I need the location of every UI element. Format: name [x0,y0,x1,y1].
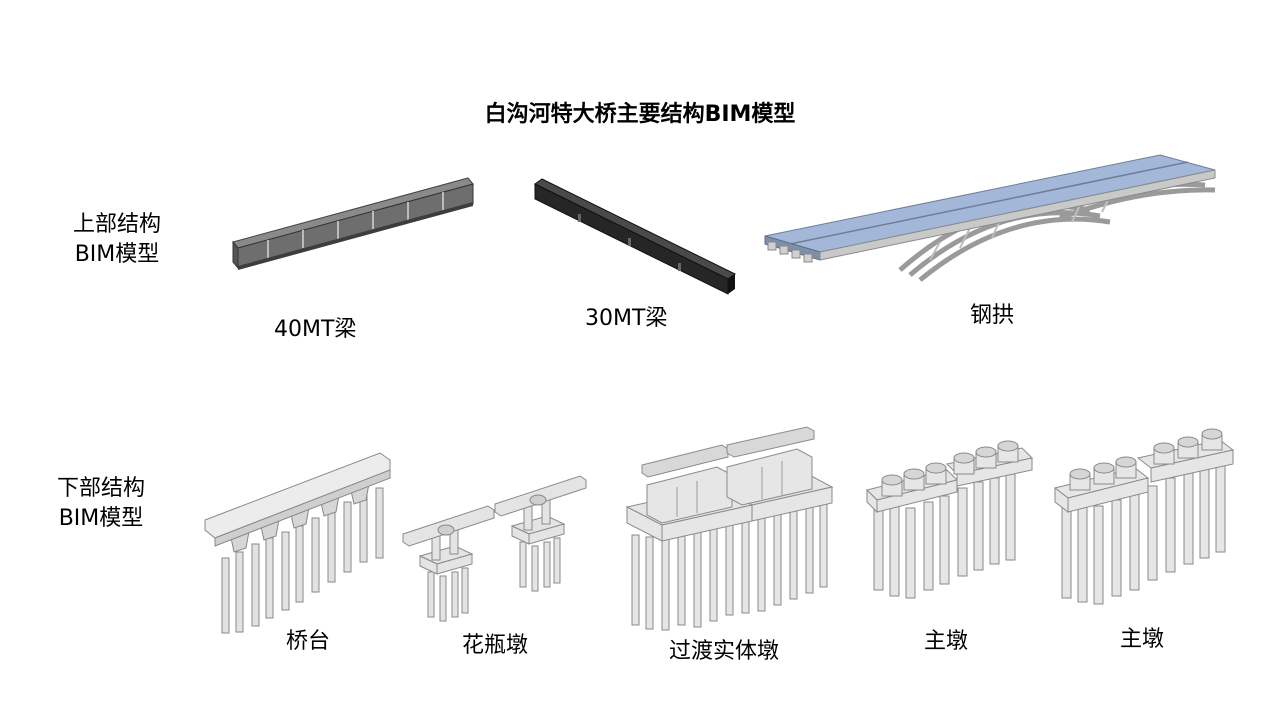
abutment-model [204,452,391,634]
transition-solid-pier-model [625,426,834,631]
vase-pier-model [402,475,587,622]
caption-vase-pier: 花瓶墩 [462,633,529,658]
beam-40mt-model [232,177,474,270]
caption-30mt-beam: 30MT梁 [585,306,668,331]
upper-structure-label: 上部结构 BIM模型 [52,210,182,270]
beam-30mt-model [534,178,736,295]
lower-structure-label: 下部结构 BIM模型 [36,474,166,534]
caption-40mt-beam: 40MT梁 [274,317,357,342]
caption-main-pier-2: 主墩 [1120,627,1165,652]
main-pier-model-2 [1053,428,1235,605]
lower-structure-label-line1: 下部结构 [56,476,145,501]
caption-abutment: 桥台 [286,629,331,654]
caption-main-pier-1: 主墩 [924,629,969,654]
steel-arch-model [764,154,1216,282]
main-pier-model-1 [866,440,1034,599]
caption-transition-solid-pier: 过渡实体墩 [669,639,780,664]
upper-structure-label-line2: BIM模型 [74,242,160,267]
upper-structure-label-line1: 上部结构 [72,212,161,237]
caption-steel-arch: 钢拱 [970,303,1015,328]
page-title: 白沟河特大桥主要结构BIM模型 [484,102,796,127]
lower-structure-label-line2: BIM模型 [58,506,144,531]
